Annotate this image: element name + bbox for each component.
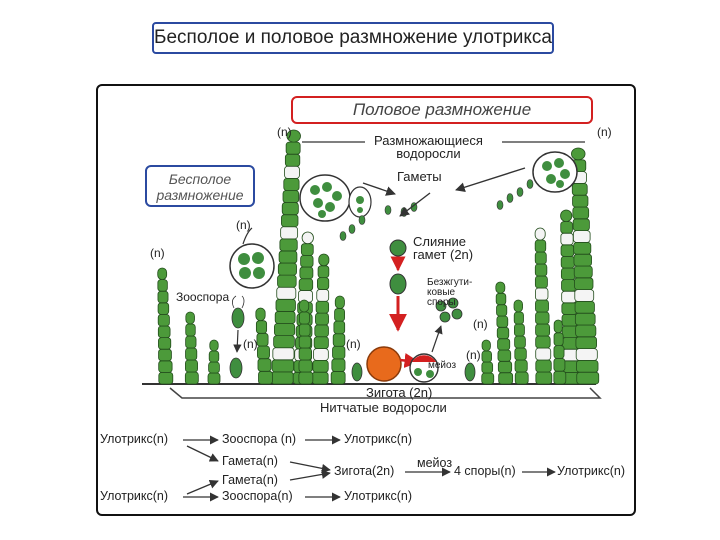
scheme-ulothrix: Улотрикс(n): [100, 432, 169, 446]
algae-line2: водоросли: [396, 146, 461, 161]
gametes-label: Гаметы: [397, 169, 442, 184]
ulothrix-filament: [311, 253, 330, 385]
page-title: Бесполое и половое размножение улотрикса: [152, 22, 554, 54]
ulothrix-filament: [255, 307, 273, 385]
gamete: [526, 179, 534, 189]
spores-line3: споры: [427, 297, 456, 308]
ulothrix-filament: [481, 339, 495, 385]
ploidy-label: (n): [150, 246, 165, 260]
spore-ground-1: [464, 362, 476, 382]
scheme-zoospore: Зооспора(n): [222, 489, 293, 503]
scheme-arrows: [183, 435, 556, 502]
flagellaless-spores-cluster: [435, 297, 463, 323]
gamete: [358, 215, 366, 225]
diagram-frame: [96, 84, 636, 516]
ulothrix-filament: [560, 209, 582, 385]
scheme-zoospore: Зооспора (n): [222, 432, 297, 446]
spores-line1: Безжгути-: [427, 277, 473, 288]
gamete: [384, 205, 392, 215]
reproducing-algae-label: Размножающиеся водоросли: [374, 134, 483, 160]
ploidy-label: (n): [597, 125, 612, 139]
scheme-ulothrix: Улотрикс(n): [344, 489, 413, 503]
filaments-group: [157, 129, 600, 385]
meiosis-label: мейоз: [428, 360, 457, 371]
ulothrix-filament: [157, 267, 174, 385]
ulothrix-filament: [207, 339, 221, 385]
ulothrix-filament: [513, 299, 529, 385]
gamete: [516, 187, 524, 197]
ulothrix-filament: [534, 227, 553, 385]
gametangium-right-gametes: [542, 158, 570, 188]
fusing-gametes: [389, 239, 407, 257]
fusion-line2: гамет (2n): [413, 247, 474, 262]
gametangium-left-gametes: [310, 182, 342, 218]
scheme-ulothrix: Улотрикс(n): [100, 489, 169, 503]
ulothrix-filament: [270, 129, 301, 385]
ploidy-label: (n): [277, 125, 292, 139]
zoosporangium-spores: [238, 252, 265, 279]
arrow-zoospore: [233, 329, 242, 353]
spore-ground-2: [351, 362, 363, 382]
gamete: [348, 224, 356, 234]
arrow-gametes-right: [455, 167, 526, 192]
arrow-gametes-left: [362, 182, 396, 196]
young-zygote: [389, 273, 407, 295]
gamete: [339, 231, 347, 241]
gamete-fusion-label: Слияние гамет (2n): [413, 235, 473, 261]
arrow-to-fusion: [399, 192, 431, 217]
free-zoospore: [231, 307, 245, 329]
ploidy-label: (n): [473, 317, 488, 331]
spores-line2: ковые: [427, 287, 456, 298]
ulothrix-filament: [298, 299, 314, 385]
ploidy-label: (n): [243, 337, 258, 351]
ulothrix-filament: [184, 311, 199, 385]
scheme-spores: 4 споры(n): [454, 464, 516, 478]
ploidy-label: (n): [346, 337, 361, 351]
filament-brace: [169, 387, 602, 399]
asexual-reproduction-header: Бесполое размножение: [145, 165, 255, 207]
filamentous-algae-label: Нитчатые водоросли: [320, 400, 447, 415]
scheme-gamete: Гамета(n): [222, 454, 278, 468]
scheme-ulothrix: Улотрикс(n): [557, 464, 626, 478]
ulothrix-filament: [553, 319, 567, 385]
settled-zoospore: [229, 357, 243, 379]
gametangium-right: [532, 151, 578, 193]
sexual-reproduction-header: Половое размножение: [291, 96, 593, 124]
algae-line1: Размножающиеся: [374, 133, 483, 148]
zygote-cell: [366, 346, 402, 382]
zygote-label: Зигота (2n): [366, 385, 433, 400]
gamete: [506, 193, 514, 203]
flagellaless-spores-label: Безжгути- ковые споры: [427, 278, 472, 308]
ploidy-label: (n): [236, 218, 251, 232]
fusion-line1: Слияние: [413, 234, 466, 249]
ploidy-label: (n): [466, 348, 481, 362]
scheme-zygote: Зигота(2n): [334, 464, 395, 478]
zoospore-label: Зооспора: [176, 290, 230, 304]
zoosporangium: [229, 243, 275, 289]
ulothrix-filament: [495, 281, 514, 385]
asexual-header-line2: размножение: [156, 187, 244, 203]
scheme-ulothrix: Улотрикс(n): [344, 432, 413, 446]
arrow-spores: [431, 325, 443, 353]
asexual-header-line1: Бесполое: [168, 171, 232, 187]
ulothrix-filament: [330, 295, 346, 385]
gamete: [496, 200, 504, 210]
scheme-gamete: Гамета(n): [222, 473, 278, 487]
scheme-meiosis: мейоз: [417, 456, 453, 470]
